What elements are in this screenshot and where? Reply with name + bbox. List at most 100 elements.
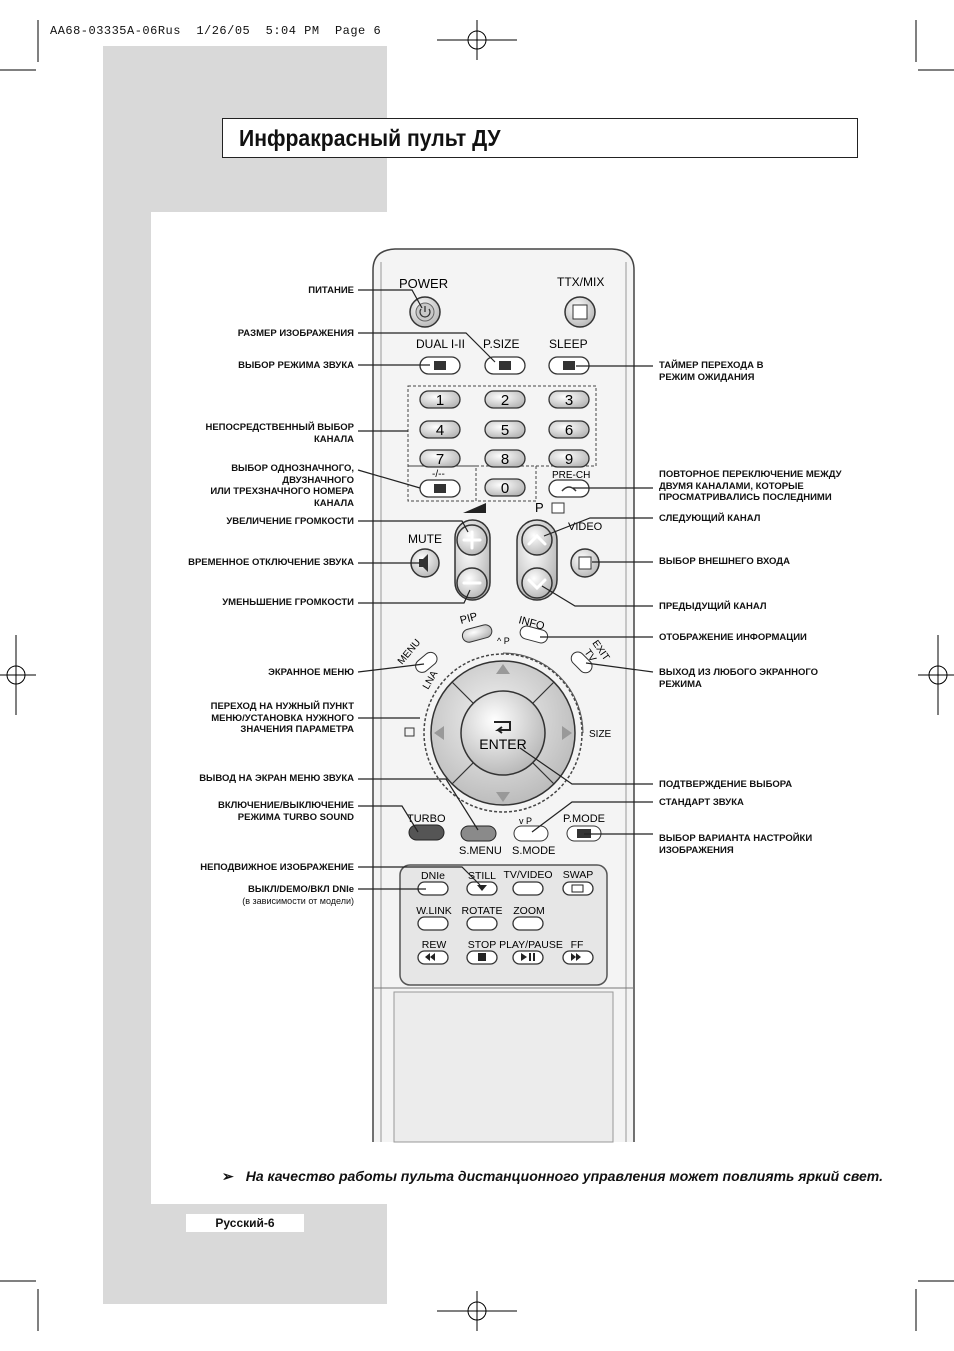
enter-label: ENTER	[479, 736, 526, 752]
digit-label: 2	[501, 392, 509, 409]
menu-button[interactable]	[413, 650, 440, 675]
label-channel-digits: ВЫБОР ОДНОЗНАЧНОГО, ДВУЗНАЧНОГО ИЛИ ТРЕХ…	[210, 463, 354, 509]
chevron-up-icon	[527, 533, 547, 546]
label-volume-up: УВЕЛИЧЕНИЕ ГРОМКОСТИ	[226, 516, 354, 527]
digit-3-button[interactable]	[548, 390, 590, 409]
grey-band-side	[103, 212, 151, 1304]
exit-button[interactable]	[569, 649, 595, 675]
label-volume-down: УМЕНЬШЕНИЕ ГРОМКОСТИ	[222, 597, 354, 608]
pip-button[interactable]	[461, 623, 493, 643]
digit-0-button[interactable]	[484, 478, 526, 497]
wlink-button[interactable]	[417, 916, 449, 931]
label-enter: ПОДТВЕРЖДЕНИЕ ВЫБОРА	[659, 779, 793, 790]
enter-button[interactable]	[460, 690, 546, 776]
mute-label: MUTE	[408, 532, 442, 546]
navigation-ring-outline	[423, 653, 583, 813]
sleep-label: SLEEP	[549, 337, 588, 351]
tvvideo-button[interactable]	[512, 881, 544, 896]
digit-5-button[interactable]	[484, 420, 526, 439]
label-prech: ПОВТОРНОЕ ПЕРЕКЛЮЧЕНИЕ МЕЖДУ ДВУМЯ КАНАЛ…	[659, 469, 842, 503]
turbo-label: TURBO	[407, 813, 446, 825]
page-title: Инфракрасный пульт ДУ	[239, 125, 501, 151]
fast-forward-icon	[571, 953, 581, 961]
psize-label: P.SIZE	[483, 337, 519, 351]
digit-9-button[interactable]	[548, 449, 590, 468]
digit-label: 9	[565, 451, 573, 468]
label-mute: ВРЕМЕННОЕ ОТКЛЮЧЕНИЕ ЗВУКА	[188, 557, 354, 568]
prech-icon	[561, 486, 577, 492]
info-button[interactable]	[519, 625, 549, 645]
rotate-button[interactable]	[466, 916, 498, 931]
pip-label: PIP	[459, 611, 479, 627]
label-turbo: ВКЛЮЧЕНИЕ/ВЫКЛЮЧЕНИЕ РЕЖИМА TURBO SOUND	[217, 800, 354, 823]
turbo-button[interactable]	[408, 824, 445, 841]
video-label: VIDEO	[568, 521, 603, 533]
label-exit: ВЫХОД ИЗ ЛЮБОГО ЭКРАННОГО РЕЖИМА	[659, 667, 818, 690]
swap-icon	[571, 884, 584, 893]
swap-button[interactable]	[562, 881, 594, 896]
label-channel-up: СЛЕДУЮЩИЙ КАНАЛ	[659, 513, 761, 524]
digit-6-button[interactable]	[548, 420, 590, 439]
still-icon	[477, 885, 487, 891]
digit-label: 3	[565, 392, 573, 409]
playpause-button[interactable]	[512, 950, 544, 965]
smenu-button[interactable]	[460, 825, 497, 842]
label-navigation: ПЕРЕХОД НА НУЖНЫЙ ПУНКТ МЕНЮ/УСТАНОВКА Н…	[210, 701, 354, 735]
arrow-down-button[interactable]	[496, 792, 510, 802]
input-icon	[578, 556, 592, 570]
rotate-label: ROTATE	[461, 905, 502, 917]
channel-down-button[interactable]	[521, 567, 553, 599]
note: ➢На качество работы пульта дистанционног…	[222, 1168, 883, 1185]
zoom-button[interactable]	[512, 916, 544, 931]
label-power: ПИТАНИЕ	[308, 285, 354, 296]
digit-7-button[interactable]	[419, 449, 461, 468]
mute-speaker-icon	[419, 554, 428, 572]
arrow-right-button[interactable]	[562, 726, 572, 740]
digit-label: 8	[501, 451, 509, 468]
dnie-label: DNIe	[421, 870, 445, 882]
channel-up-button[interactable]	[521, 524, 553, 556]
volume-wedge-icon	[463, 503, 486, 513]
teletext-icon	[572, 304, 588, 320]
digit-2-button[interactable]	[484, 390, 526, 409]
enter-icon	[494, 721, 511, 734]
label-picture-mode: ВЫБОР ВАРИАНТА НАСТРОЙКИ ИЗОБРАЖЕНИЯ	[659, 833, 813, 856]
zoom-label: ZOOM	[513, 905, 545, 917]
label-sound-mode: ВЫБОР РЕЖИМА ЗВУКА	[238, 360, 354, 371]
smode-button[interactable]	[513, 825, 549, 842]
label-info: ОТОБРАЖЕНИЕ ИНФОРМАЦИИ	[659, 632, 807, 643]
remote-control: POWER TTX/MIX DUAL I-II P.SIZE SLEEP 1 2…	[372, 248, 635, 1143]
tvvideo-label: TV/VIDEO	[503, 869, 552, 881]
digit-4-button[interactable]	[419, 420, 461, 439]
digit-1-button[interactable]	[419, 390, 461, 409]
smenu-label: S.MENU	[459, 845, 502, 857]
label-dnie-note: (в зависимости от модели)	[242, 896, 354, 906]
svg-text:v P: v P	[519, 816, 532, 826]
note-text: На качество работы пульта дистанционного…	[245, 1168, 883, 1184]
label-sound-menu: ВЫВОД НА ЭКРАН МЕНЮ ЗВУКА	[199, 773, 354, 784]
still-mini-icon	[404, 727, 415, 737]
digit-label: 1	[436, 392, 444, 409]
arrow-up-button[interactable]	[496, 664, 510, 674]
title-box: Инфракрасный пульт ДУ	[222, 118, 858, 158]
power-label: POWER	[399, 276, 448, 291]
arrow-left-button[interactable]	[434, 726, 444, 740]
wlink-label: W.LINK	[416, 905, 452, 917]
pmode-label: P.MODE	[563, 813, 605, 825]
label-sound-standard: СТАНДАРТ ЗВУКА	[659, 797, 744, 808]
dual-label: DUAL I-II	[416, 337, 465, 351]
digit-8-button[interactable]	[484, 449, 526, 468]
p-label: P	[535, 500, 544, 515]
prech-label: PRE-CH	[552, 470, 590, 481]
rew-label: REW	[422, 939, 447, 951]
label-direct-channel: НЕПОСРЕДСТВЕННЫЙ ВЫБОР КАНАЛА	[205, 422, 354, 445]
digit-label: 4	[436, 422, 444, 439]
label-channel-down: ПРЕДЫДУЩИЙ КАНАЛ	[659, 601, 767, 612]
size-label: SIZE	[589, 729, 612, 740]
label-sleep: ТАЙМЕР ПЕРЕХОДА В РЕЖИМ ОЖИДАНИЯ	[659, 360, 764, 383]
ff-label: FF	[571, 939, 584, 951]
stop-label: STOP	[468, 939, 496, 951]
stop-icon	[478, 953, 486, 961]
